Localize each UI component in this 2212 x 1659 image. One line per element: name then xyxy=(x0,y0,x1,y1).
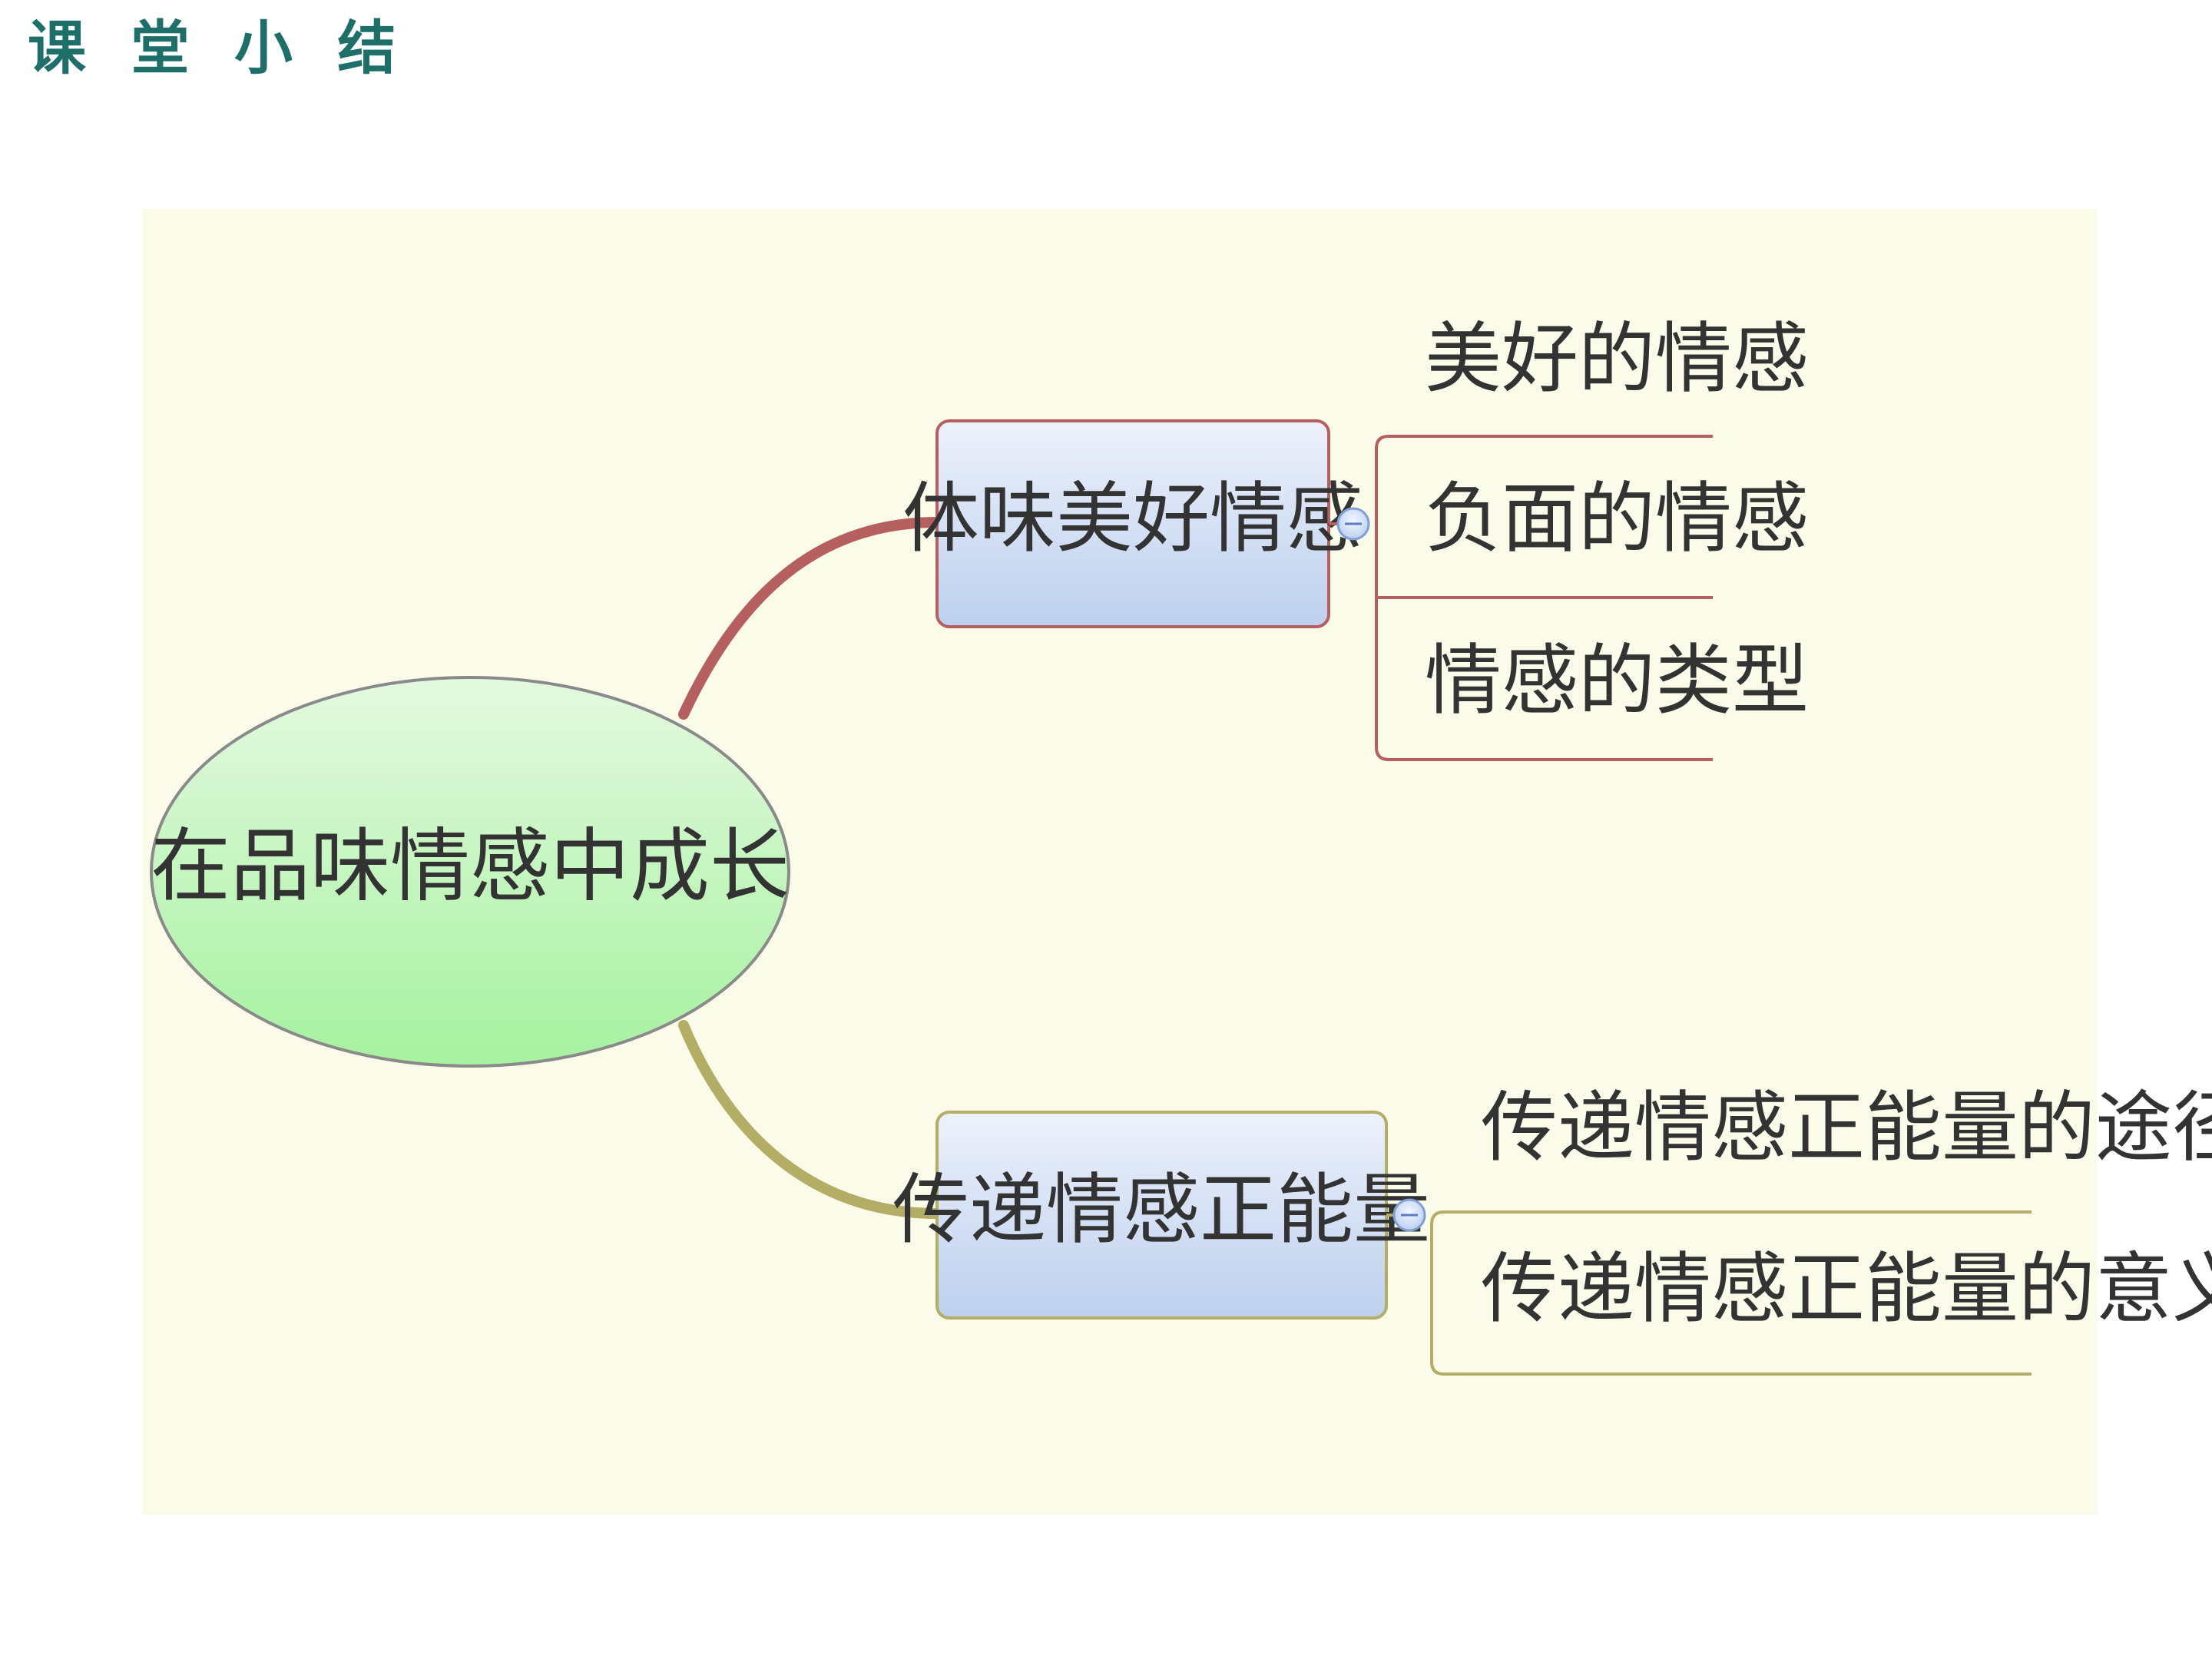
branch-node-1-label: 体味美好情感 xyxy=(902,473,1363,563)
collapse-toggle-1[interactable] xyxy=(1336,507,1370,541)
branch-1-child-3: 情感的类型 xyxy=(1425,635,1809,725)
root-node[interactable]: 在品味情感中成长 xyxy=(150,676,790,1068)
connector-root-branch-1 xyxy=(678,517,942,720)
branch-node-1[interactable]: 体味美好情感 xyxy=(902,419,1363,628)
collapse-toggle-2[interactable] xyxy=(1392,1198,1426,1232)
page-title: 课 堂 小 结 xyxy=(28,14,409,82)
branch-1-child-2: 负面的情感 xyxy=(1425,473,1809,563)
branch-2-child-2: 传递情感正能量的意义 xyxy=(1481,1243,2212,1333)
connector-root-branch-2 xyxy=(678,1020,942,1219)
branch-node-2-label: 传递情感正能量 xyxy=(892,1164,1430,1254)
branch-1-child-1: 美好的情感 xyxy=(1425,313,1809,403)
branch-2-child-1: 传递情感正能量的途径 xyxy=(1481,1082,2212,1172)
branch-2-children-bracket xyxy=(1430,1210,2032,1376)
branch-node-2[interactable]: 传递情感正能量 xyxy=(892,1111,1430,1320)
root-node-label: 在品味情感中成长 xyxy=(151,819,790,912)
